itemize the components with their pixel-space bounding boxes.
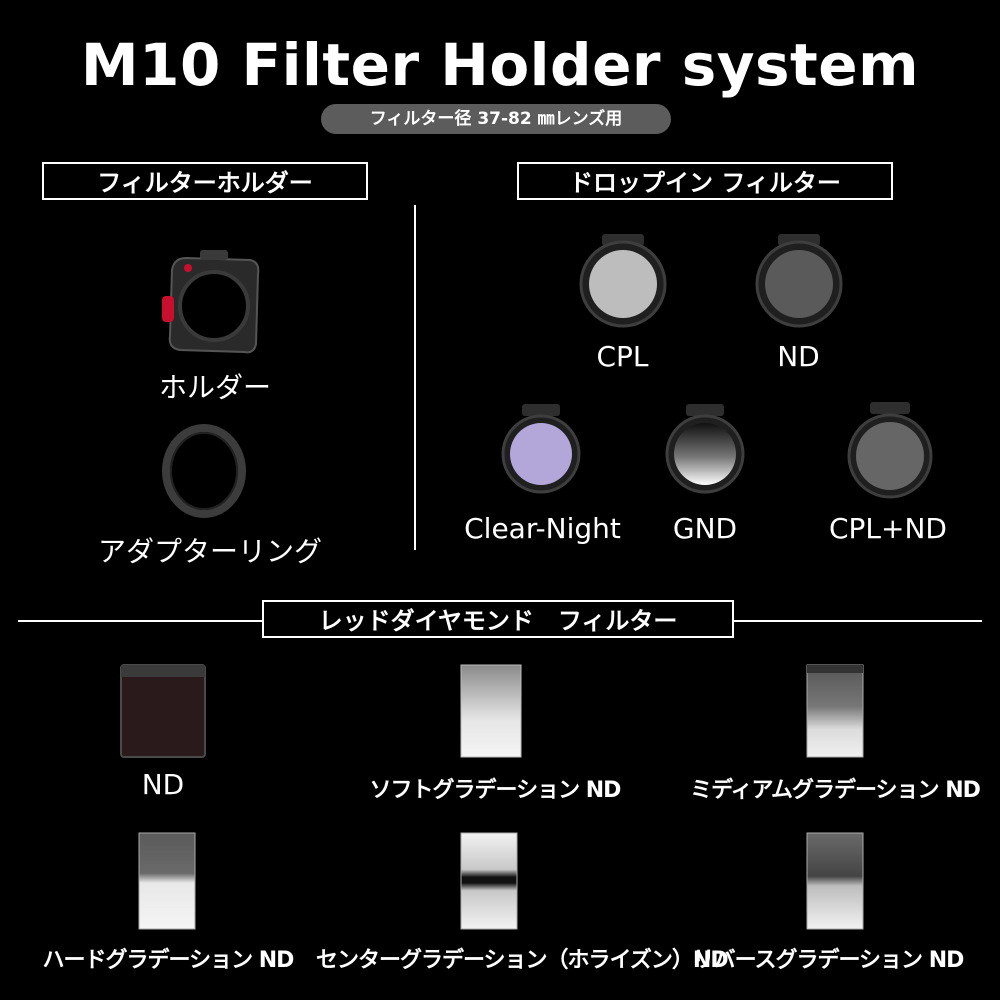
vertical-divider	[414, 205, 416, 550]
adapter-ring-label: アダプターリング	[97, 535, 322, 568]
gnd-label: GND	[672, 512, 738, 545]
rd-nd-label: ND	[141, 768, 185, 801]
section-heading-reddiamond: レッドダイヤモンド フィルター	[262, 600, 734, 638]
rd-medium-grad-image	[806, 664, 864, 758]
rd-hard-grad-label: ハードグラデーション ND	[42, 948, 295, 973]
section-heading-holder: フィルターホルダー	[42, 162, 368, 200]
page-title: M10 Filter Holder system	[80, 31, 920, 99]
adapter-ring-image	[162, 424, 246, 518]
rd-reverse-grad-label: リバースグラデーション ND	[692, 948, 965, 973]
rd-soft-grad-label: ソフトグラデーション ND	[369, 778, 622, 803]
cpl-label: CPL	[596, 340, 649, 373]
holder-image	[158, 248, 268, 360]
clear-night-label: Clear-Night	[464, 512, 621, 545]
holder-label: ホルダー	[158, 371, 271, 404]
rd-center-grad-label: センターグラデーション（ホライズン）ND	[316, 948, 729, 973]
rd-nd-filter-image	[120, 664, 206, 758]
cpl-nd-dropin-image	[846, 402, 934, 500]
nd-dropin-label: ND	[777, 340, 820, 373]
rd-hard-grad-image	[138, 832, 196, 930]
section-heading-dropin: ドロップイン フィルター	[517, 162, 893, 200]
rd-center-grad-image	[460, 832, 518, 930]
rd-soft-grad-image	[460, 664, 522, 758]
cpl-dropin-image	[578, 234, 668, 328]
nd-dropin-image	[754, 234, 844, 328]
gnd-dropin-image	[664, 404, 746, 498]
rd-medium-grad-label: ミディアムグラデーション ND	[690, 778, 981, 803]
subtitle-badge: フィルター径 37-82 ㎜レンズ用	[321, 104, 671, 134]
clear-night-dropin-image	[500, 404, 582, 498]
rd-reverse-grad-image	[806, 832, 864, 930]
cpl-nd-label: CPL+ND	[828, 512, 947, 545]
